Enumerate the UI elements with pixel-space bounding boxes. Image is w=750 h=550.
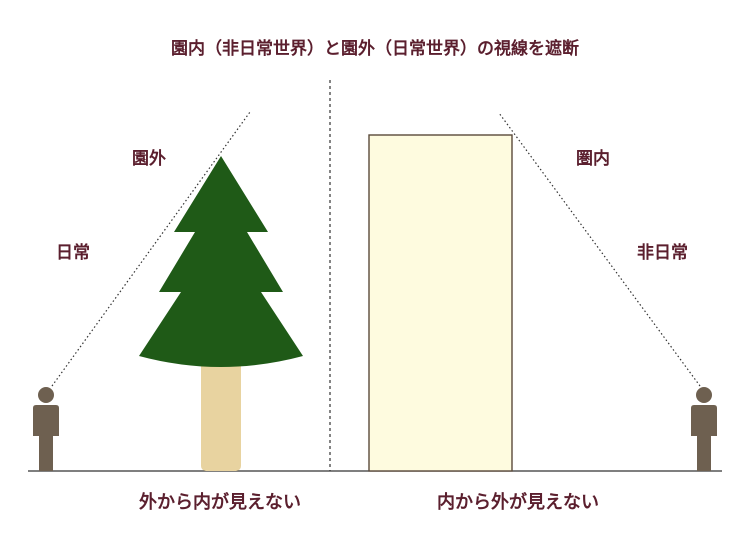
tree-trunk — [201, 352, 241, 471]
label-outside: 園外 — [132, 149, 166, 169]
person-icon — [691, 387, 717, 471]
wall-icon — [368, 134, 513, 472]
right-caption: 内から外が見えない — [437, 492, 599, 513]
tree-foliage — [139, 156, 303, 367]
left-caption: 外から内が見えない — [139, 492, 301, 513]
left-sightline — [51, 111, 251, 387]
tree-icon — [139, 156, 303, 471]
label-daily: 日常 — [56, 243, 90, 263]
label-inside: 圏内 — [576, 149, 610, 169]
person-icon — [33, 387, 59, 471]
diagram-title: 園内（非日常世界）と園外（日常世界）の視線を遮断 — [171, 39, 579, 59]
label-nondaily: 非日常 — [637, 243, 688, 263]
right-sightline — [498, 112, 701, 387]
